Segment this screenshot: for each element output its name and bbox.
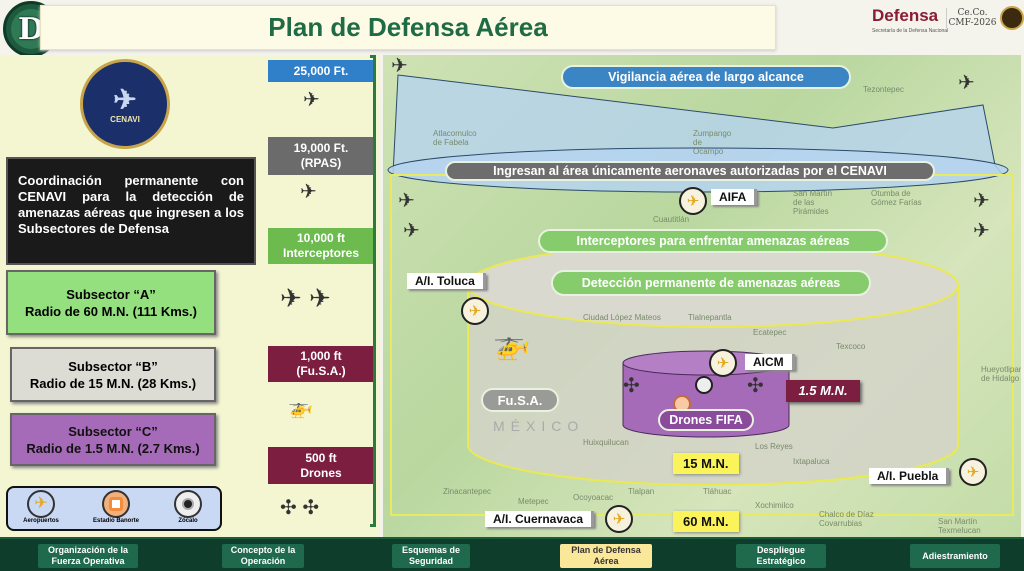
drone-icon: ✣: [623, 375, 640, 397]
ceco-label: Ce.Co.: [957, 8, 988, 18]
aifa-label: AIFA: [711, 189, 758, 205]
legend: ✈Aeropuertos Estadio Banorte Zócalo: [6, 486, 222, 531]
logo-text: CENAVI: [110, 114, 140, 124]
place-label: Atlacomulco de Fabela: [433, 129, 477, 147]
cenavi-logo: ✈CENAVI: [80, 59, 170, 149]
drones-fifa-label: Drones FIFA: [658, 409, 754, 431]
place-label: Chalco de Díaz Covarrubias: [819, 510, 874, 528]
legend-stadium: Estadio Banorte: [86, 490, 146, 524]
place-label: San Martín de las Pirámides: [793, 189, 833, 216]
airplane-icon: ✈: [605, 505, 633, 533]
airplane-icon: ✈: [959, 458, 987, 486]
subsector-c: Subsector “C”Radio de 1.5 M.N. (2.7 Kms.…: [10, 413, 216, 466]
vigilancia-label: Vigilancia aérea de largo alcance: [561, 65, 851, 89]
place-label: Metepec: [518, 497, 549, 506]
nav-concepto[interactable]: Concepto de la Operación: [222, 544, 304, 568]
place-label: Tezontepec: [863, 85, 904, 94]
surveillance-aircraft-icon: ✈: [391, 55, 408, 77]
place-label: Ecatepec: [753, 328, 787, 337]
puebla-label: A/I. Puebla: [869, 468, 950, 484]
trainer-aircraft-icon: ✈: [973, 220, 990, 242]
rpas-drone-icon: ✈: [958, 72, 975, 94]
rpas-icon: ✈: [300, 181, 317, 203]
left-panel: ✈CENAVI Coordinación permanente con CENA…: [0, 55, 380, 537]
legend-zocalo: Zócalo: [168, 490, 208, 524]
nav-esquemas[interactable]: Esquemas de Seguridad: [392, 544, 470, 568]
place-label: Cuautitlán: [653, 215, 690, 224]
subsector-a: Subsector “A”Radio de 60 M.N. (111 Kms.): [6, 270, 216, 335]
subsector-b: Subsector “B”Radio de 15 M.N. (28 Kms.): [10, 347, 216, 402]
place-label: Ixtapaluca: [793, 457, 830, 466]
zocalo-icon: [695, 376, 713, 394]
map-area: Tezontepec Atlacomulco de Fabela Zumpang…: [383, 55, 1021, 537]
altitude-25000: 25,000 Ft.: [268, 60, 374, 82]
place-label: San Martín Texmelucan: [938, 517, 981, 535]
place-label: Huixquilucan: [583, 438, 629, 447]
trainer-aircraft-icon: ✈: [403, 220, 420, 242]
brand-block: Defensa Secretaría de la Defensa Naciona…: [872, 4, 1024, 44]
place-label: Ciudad López Mateos: [583, 313, 661, 322]
radius-a-label: 60 M.N.: [673, 511, 739, 532]
brand-logo: Defensa: [872, 6, 939, 25]
logo-plane-icon: ✈: [113, 83, 137, 115]
stadium-icon: [102, 490, 130, 518]
ingresan-label: Ingresan al área únicamente aeronaves au…: [445, 161, 935, 181]
deteccion-label: Detección permanente de amenazas aéreas: [551, 270, 871, 296]
helicopter-icon: 🚁: [493, 328, 531, 361]
airplane-icon: ✈: [709, 349, 737, 377]
fighter-icon: ✈ ✈: [280, 283, 331, 313]
place-label: Texcoco: [836, 342, 866, 351]
coordination-box: Coordinación permanente con CENAVI para …: [6, 157, 256, 265]
place-label: Otumba de Gómez Farías: [871, 189, 922, 207]
interceptores-label: Interceptores para enfrentar amenazas aé…: [538, 229, 888, 253]
place-label: Xochimilco: [755, 501, 794, 510]
radius-b-label: 15 M.N.: [673, 453, 739, 474]
helicopter-icon: 🚁: [288, 397, 313, 419]
place-label: Tlalnepantla: [688, 313, 732, 322]
awacs-icon: ✈: [303, 89, 320, 111]
airplane-icon: ✈: [461, 297, 489, 325]
page-title: Plan de Defensa Aérea: [40, 5, 776, 50]
airplane-icon: ✈: [27, 490, 55, 518]
radius-c-label: 1.5 M.N.: [786, 380, 860, 402]
cmf-label: CMF-2026: [948, 18, 997, 28]
drone-icon: ✣: [747, 375, 764, 397]
altitude-1000: 1,000 ft(Fu.S.A.): [268, 346, 374, 382]
toluca-label: A/I. Toluca: [407, 273, 486, 289]
brand-subtitle: Secretaría de la Defensa Nacional: [872, 28, 949, 34]
nav-plan-defensa[interactable]: Plan de Defensa Aérea: [560, 544, 652, 568]
seal-icon: [1000, 6, 1024, 30]
bottom-nav: Organización de la Fuerza Operativa Conc…: [0, 537, 1024, 571]
fighter-jet-icon: ✈: [398, 190, 415, 212]
nav-organizacion[interactable]: Organización de la Fuerza Operativa: [38, 544, 138, 568]
place-label: Ocoyoacac: [573, 493, 614, 502]
aicm-label: AICM: [745, 354, 795, 370]
place-label: Zinacantepec: [443, 487, 492, 496]
fighter-jet-icon: ✈: [973, 190, 990, 212]
place-label: MÉXICO: [493, 418, 585, 434]
place-label: Hueyotlipan de Hidalgo: [981, 365, 1021, 383]
place-label: Tlalpan: [628, 487, 655, 496]
altitude-bracket: [370, 55, 376, 527]
legend-airports: ✈Aeropuertos: [16, 490, 66, 524]
zocalo-icon: [174, 490, 202, 518]
airplane-icon: ✈: [679, 187, 707, 215]
place-label: Tláhuac: [703, 487, 732, 496]
place-label: Zumpango de Ocampo: [693, 129, 732, 156]
altitude-19000: 19,000 Ft.(RPAS): [268, 137, 374, 175]
fusa-label: Fu.S.A.: [481, 388, 559, 412]
nav-despliegue[interactable]: Despliegue Estratégico: [736, 544, 826, 568]
cuernavaca-label: A/I. Cuernavaca: [485, 511, 595, 527]
nav-adiestramiento[interactable]: Adiestramiento: [910, 544, 1000, 568]
drone-icon: ✣ ✣: [280, 497, 320, 519]
place-label: Los Reyes: [755, 442, 793, 451]
